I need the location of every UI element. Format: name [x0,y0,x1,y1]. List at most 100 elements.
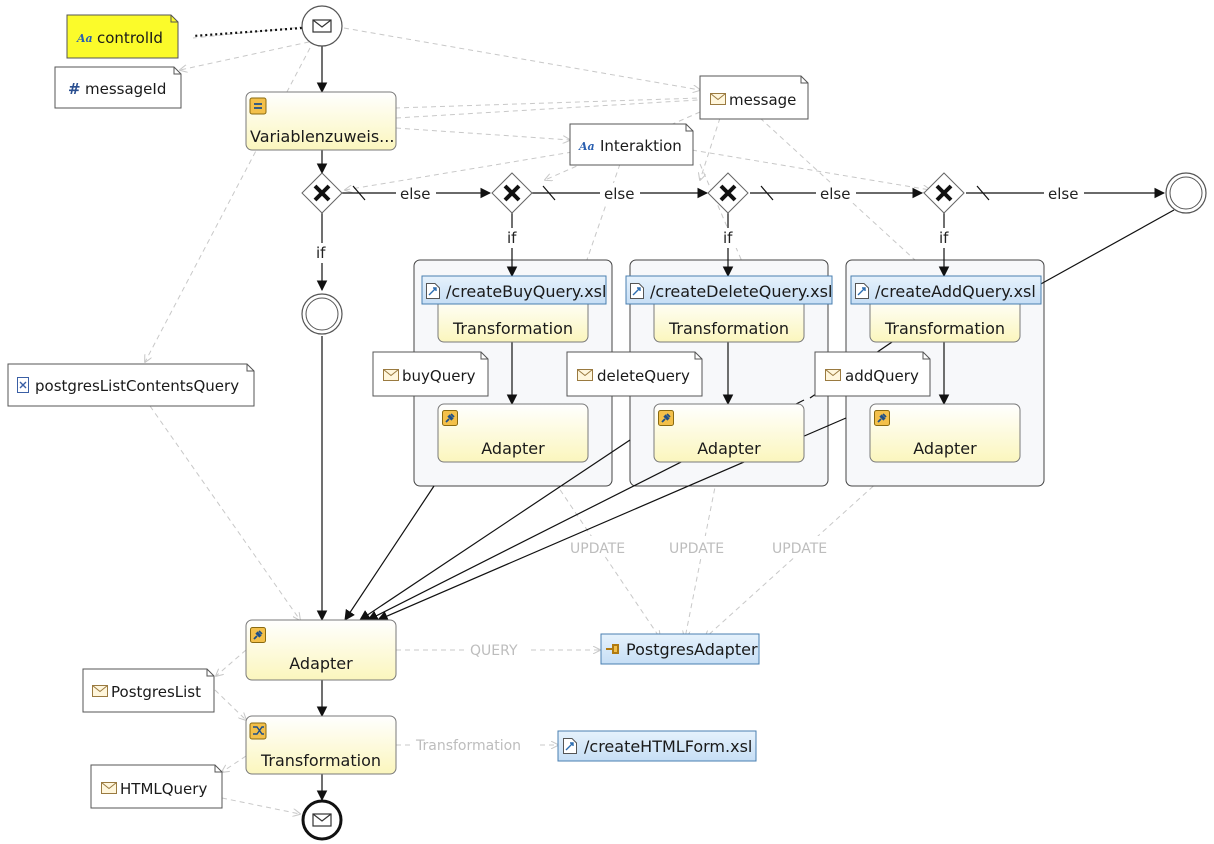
task-label: Transformation [884,319,1005,338]
envelope-icon [312,19,332,33]
note-buyquery[interactable]: buyQuery [372,351,489,397]
if-label-1: if [316,244,326,262]
task-transformation-delete[interactable]: Transformation [653,295,805,343]
note-label: PostgresList [111,683,201,701]
note-controlid[interactable]: Aa controlId [66,14,179,59]
note-interaktion[interactable]: Aa Interaktion [569,123,694,166]
note-deletequery[interactable]: deleteQuery [566,351,703,397]
plug-icon [606,644,619,654]
intermediate-event[interactable] [301,293,343,335]
task-label: Transformation [260,751,381,770]
note-label: Interaktion [600,137,682,155]
task-label: Adapter [913,439,977,458]
query-label: QUERY [470,643,518,659]
start-event[interactable] [301,5,343,47]
xsl-file-icon [426,283,440,299]
task-transformation-buy[interactable]: Transformation [437,295,589,343]
plug-icon [250,627,266,643]
envelope-icon [383,369,399,381]
update-label-2: UPDATE [669,541,724,557]
update-label-3: UPDATE [772,541,827,557]
task-label: Adapter [481,439,545,458]
text-icon: Aa [578,140,595,153]
resource-label: /createHTMLForm.xsl [584,737,752,756]
controlid-association [192,26,303,38]
if-label-3: if [723,229,733,247]
envelope-icon [710,93,726,105]
note-label: postgresListContentsQuery [35,377,239,395]
plug-icon [442,410,458,426]
note-label: addQuery [845,367,919,385]
note-postgreslist[interactable]: PostgresList [82,668,215,713]
task-transformation-add[interactable]: Transformation [869,295,1021,343]
resource-label: /createBuyQuery.xsl [446,282,606,301]
x-icon [503,184,521,202]
task-label: Adapter [697,439,761,458]
resource-label: /createAddQuery.xsl [875,282,1036,301]
envelope-icon [92,685,108,697]
task-label: Adapter [289,654,353,673]
note-message[interactable]: message [699,75,809,120]
task-variablenzuweisung[interactable]: Variablenzuweis... [245,91,397,151]
task-label: Transformation [668,319,789,338]
note-label: HTMLQuery [120,780,207,798]
else-label-4: else [1048,185,1078,203]
envelope-icon [312,813,332,827]
envelope-icon [825,369,841,381]
update-label-1: UPDATE [570,541,625,557]
if-label-4: if [939,229,949,247]
task-adapter-add[interactable]: Adapter [869,403,1021,463]
xsl-file-icon [855,283,869,299]
note-label: messageId [85,80,166,98]
association-labels: UPDATE UPDATE UPDATE QUERY Transformatio… [412,536,834,754]
end-event-bottom[interactable] [301,799,343,841]
envelope-icon [101,782,117,794]
note-label: buyQuery [402,367,476,385]
else-label-2: else [604,185,634,203]
resource-createaddquery[interactable]: /createAddQuery.xsl [850,275,1042,305]
note-htmlquery[interactable]: HTMLQuery [90,764,223,809]
resource-createbuyquery[interactable]: /createBuyQuery.xsl [421,275,607,305]
else-label-1: else [400,185,430,203]
gateway-4[interactable] [923,172,965,214]
hash-icon: # [68,80,81,98]
gateway-2[interactable] [491,172,533,214]
note-label: deleteQuery [597,367,690,385]
equals-icon [249,97,267,115]
task-label: Transformation [452,319,573,338]
else-label-3: else [820,185,850,203]
resource-postgresadapter[interactable]: PostgresAdapter [600,633,760,665]
task-adapter-main[interactable]: Adapter [245,619,397,681]
x-icon [719,184,737,202]
resource-createhtmlform[interactable]: /createHTMLForm.xsl [557,730,757,762]
xml-icon [17,377,29,393]
resource-label: PostgresAdapter [626,640,758,659]
task-transformation-main[interactable]: Transformation [245,715,397,775]
note-postgreslistcontentsquery[interactable]: postgresListContentsQuery [7,363,255,407]
transformation-assoc-label: Transformation [415,738,521,754]
end-event-right[interactable] [1165,172,1207,214]
plug-icon [658,410,674,426]
task-label: Variablenzuweis... [250,127,394,146]
x-icon [935,184,953,202]
gateway-1[interactable] [301,172,343,214]
note-addquery[interactable]: addQuery [814,351,931,397]
x-icon [313,184,331,202]
gateway-3[interactable] [707,172,749,214]
resource-createdeletequery[interactable]: /createDeleteQuery.xsl [625,275,833,305]
xsl-file-icon [563,738,577,754]
xsl-file-icon [630,283,644,299]
shuffle-icon [249,722,267,740]
flow-labels: else else else else if if if if [312,183,1084,263]
envelope-icon [577,369,593,381]
task-adapter-buy[interactable]: Adapter [437,403,589,463]
note-messageid[interactable]: # messageId [54,66,182,109]
task-adapter-delete[interactable]: Adapter [653,403,805,463]
plug-icon [874,410,890,426]
note-label: message [729,91,796,109]
text-icon: Aa [76,32,93,45]
note-label: controlId [97,29,163,47]
resource-label: /createDeleteQuery.xsl [650,282,832,301]
if-label-2: if [507,229,517,247]
